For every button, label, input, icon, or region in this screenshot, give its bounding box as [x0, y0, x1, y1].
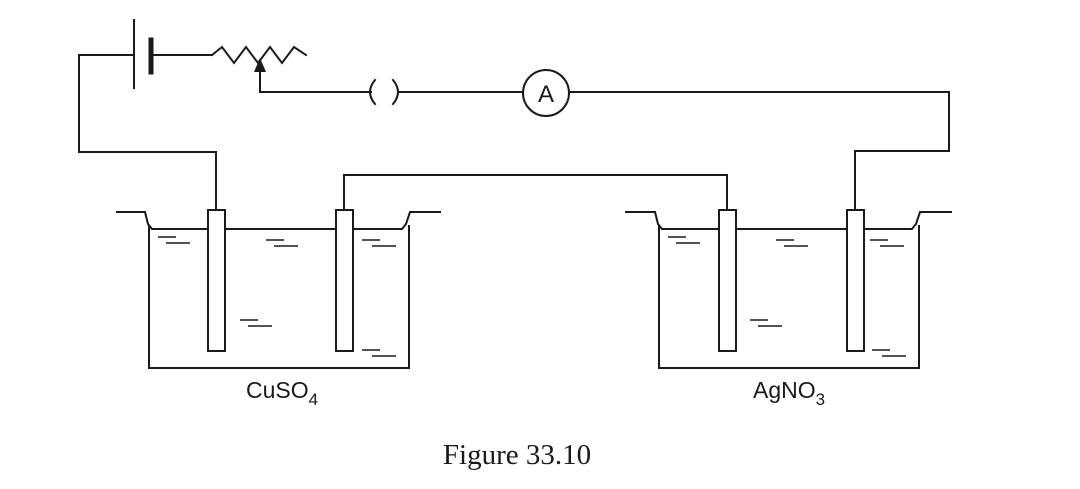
- electrode: [335, 209, 354, 352]
- rheostat-slider-arrow-icon: [254, 58, 266, 72]
- figure-caption: Figure 33.10: [443, 439, 591, 471]
- liquid-surface-marks: [668, 236, 906, 357]
- cell-vessel-body: [658, 225, 920, 369]
- cell-label: CuSO4: [246, 377, 318, 409]
- formula-main: AgNO: [753, 377, 816, 403]
- key-switch-symbol: [369, 78, 399, 106]
- cell-vessel-body: [148, 225, 410, 369]
- ammeter-symbol: A: [538, 81, 554, 108]
- electrode: [207, 209, 226, 352]
- battery-symbol: [133, 19, 154, 89]
- electrode: [718, 209, 737, 352]
- electrolytic-cell-copper-sulfate: CuSO4: [116, 209, 441, 409]
- cell-vessel: [116, 211, 441, 230]
- ammeter: A: [522, 69, 570, 117]
- cell-vessel: [625, 211, 952, 230]
- formula-subscript: 4: [309, 390, 318, 409]
- wire-battery-to-copper-cathode: [78, 54, 217, 211]
- formula-main: CuSO: [246, 377, 309, 403]
- electrode: [846, 209, 865, 352]
- wire-ammeter-to-silver-anode: [569, 91, 950, 211]
- formula-subscript: 3: [816, 390, 825, 409]
- cell-label: AgNO3: [753, 377, 825, 409]
- rheostat-symbol: [210, 45, 308, 93]
- liquid-surface-marks: [158, 236, 396, 357]
- electrolytic-cell-silver-nitrate: AgNO3: [625, 209, 952, 409]
- wire-series-link: [343, 174, 728, 211]
